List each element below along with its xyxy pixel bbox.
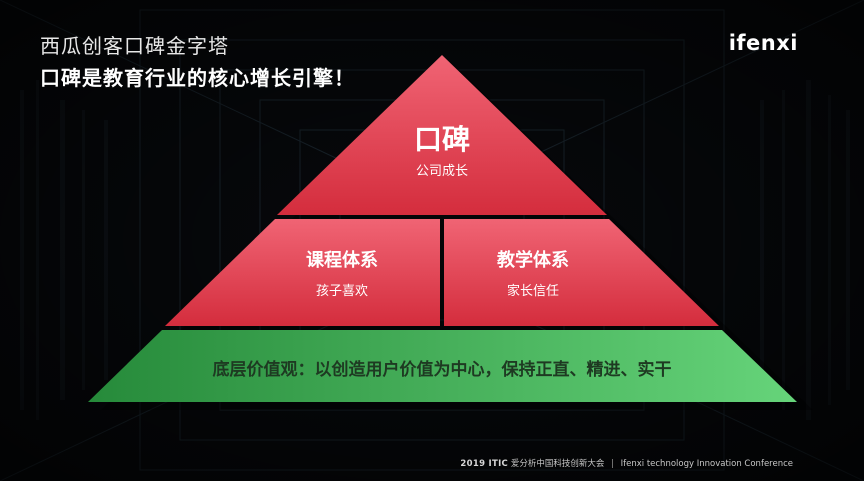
pyramid-top-tier	[277, 55, 607, 215]
pyramid-middle-left-title: 课程体系	[306, 250, 378, 271]
pyramid-base-text: 底层价值观：以创造用户价值为中心，保持正直、精进、实干	[212, 360, 672, 380]
ifenxi-logo: ifenxi	[728, 31, 798, 55]
footer-conference-en: Ifenxi technology Innovation Conference	[620, 459, 793, 469]
pyramid-middle-left-subtitle: 孩子喜欢	[315, 284, 368, 299]
page-subtitle: 口碑是教育行业的核心增长引擎！	[40, 66, 355, 90]
footer: 2019 ITIC 爱分析中国科技创新大会 | Ifenxi technolog…	[460, 457, 793, 469]
footer-brand: 2019 ITIC	[460, 459, 509, 469]
pyramid-middle-right-title: 教学体系	[497, 250, 569, 271]
footer-separator: |	[611, 459, 614, 469]
pyramid-middle-right-block	[444, 219, 719, 326]
page-title: 西瓜创客口碑金字塔	[40, 34, 229, 58]
pyramid-top-title: 口碑	[413, 123, 470, 156]
pyramid-base-tier	[88, 330, 797, 402]
pyramid-middle-left-block	[165, 219, 440, 326]
pyramid-middle-right-subtitle: 家长信任	[506, 284, 559, 299]
footer-conference-cn: 爱分析中国科技创新大会	[510, 459, 605, 469]
pyramid-top-subtitle: 公司成长	[415, 164, 468, 179]
